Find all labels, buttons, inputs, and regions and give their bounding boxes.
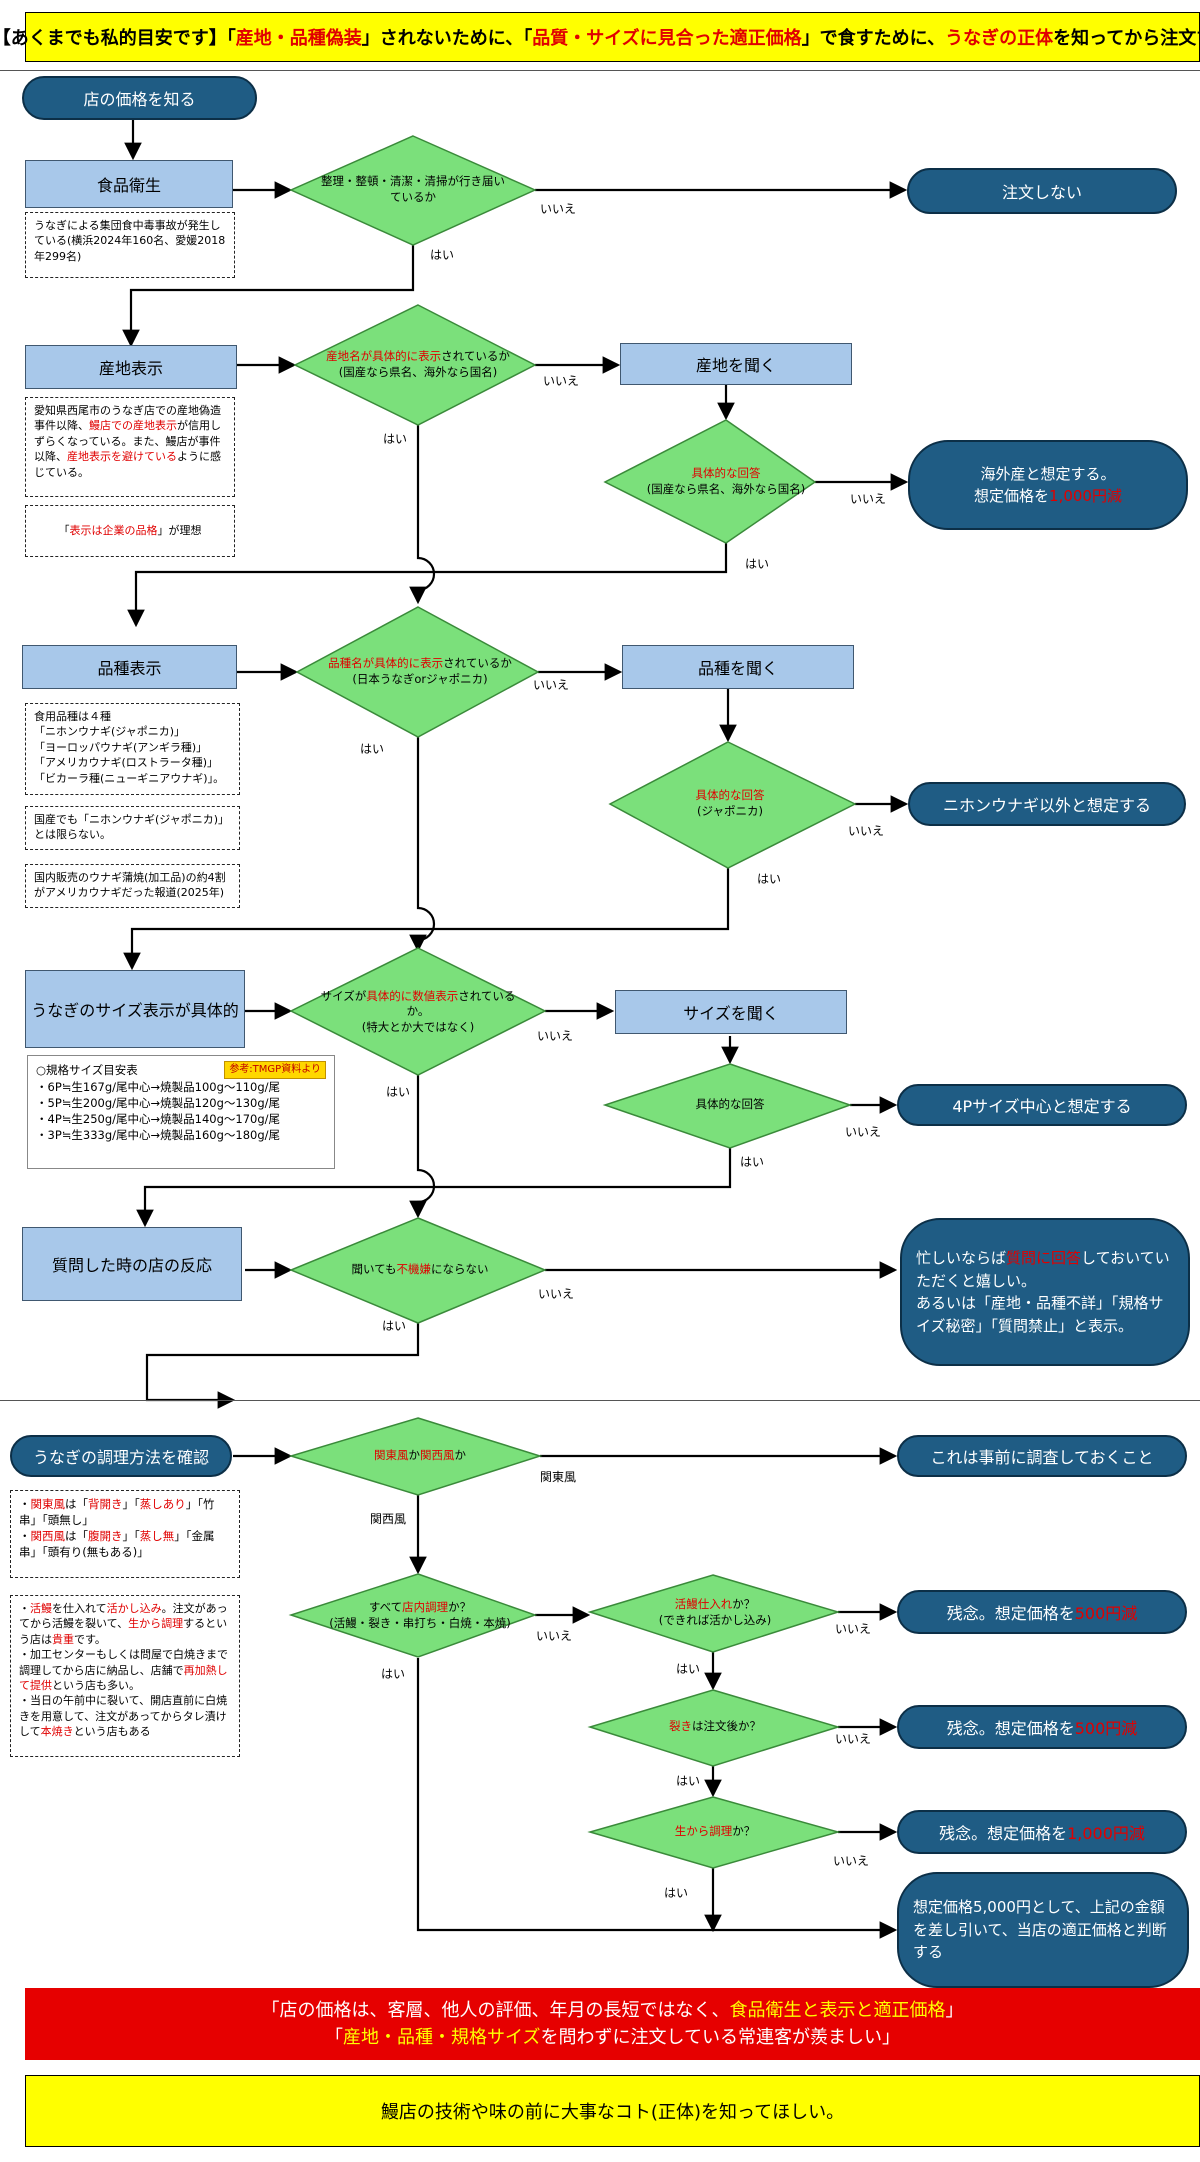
origin-box: 産地表示 [25,345,237,389]
label-yes: はい [430,248,455,262]
edge-hygiene-yes [122,245,415,348]
conclusion-banner: 「店の価格は、客層、他人の評価、年月の長短ではなく、食品衛生と表示と適正価格」 … [25,1988,1200,2060]
size-table-source: 参考:TMGP資料より [224,1061,326,1079]
size-row: ・6P≒生167g/尾中心→焼製品100g～110g/尾 [36,1080,281,1094]
diamond-species [295,606,540,738]
edge-origin-yes [409,425,436,605]
edge-origin-answer-yes [127,530,728,628]
label-no: いいえ [833,1854,870,1868]
diamond-origin-answer [603,419,817,544]
label-no: いいえ [845,1125,882,1139]
label-yes: はい [383,432,408,446]
diamond-hygiene [289,135,537,246]
label-yes: はい [360,742,385,756]
label-yes: はい [382,1319,407,1333]
label-yes: はい [664,1886,689,1900]
cooking-node: うなぎの調理方法を確認 [10,1435,232,1477]
divider [0,1400,1200,1401]
species-result: ニホンウナギ以外と想定する [908,782,1186,826]
size-row: ・3P≒生333g/尾中心→焼製品160g～180g/尾 [36,1128,281,1143]
diamond-size-answer [602,1063,853,1149]
diamond-live [587,1574,841,1653]
label-yes: はい [757,872,782,886]
cooking-note: ・関東風は「背開き」「蒸しあり」「竹串」「頭無し」 ・関西風は「腹開き」「蒸し無… [10,1490,240,1578]
diamond-species-answer [608,741,857,869]
origin-note-ideal: 「表示は企業の品格」が理想 [25,505,235,557]
diamond-size [289,947,547,1076]
label-yes: はい [676,1774,701,1788]
species-note: 食用品種は４種 「ニホンウナギ(ジャポニカ)」 「ヨーロッパウナギ(アンギラ種)… [25,703,240,795]
origin-note: 愛知県西尾市のうなぎ店での産地偽造事件以降、鰻店での産地表示が信用しずらくなって… [25,397,235,497]
hygiene-result: 注文しない [907,168,1177,214]
size-box: うなぎのサイズ表示が具体的 [25,970,245,1048]
diamond-reaction [289,1217,547,1324]
banner-text: 」されないために、「 [361,28,533,49]
label-yes: はい [381,1667,406,1681]
species-note-2: 国産でも「ニホンウナギ(ジャポニカ)」とは限らない。 [25,806,240,850]
label-yes: はい [745,557,770,571]
edge-size-answer-yes [136,1148,732,1228]
cooking-result: これは事前に調査しておくこと [897,1435,1187,1477]
cooking-note-2: ・活鰻を仕入れて活かし込み。注文があってから活鰻を裂いて、生から調理するという店… [10,1595,240,1757]
label-no: いいえ [538,1287,575,1301]
banner-highlight: 品質・サイズに見合った適正価格 [532,28,802,49]
edge-reaction-yes [145,1323,420,1409]
banner-text: 」で食すために、 [801,28,946,49]
label-no: いいえ [536,1629,573,1643]
banner-text: を知ってから注文する [1053,28,1200,49]
label-no: いいえ [533,678,570,692]
label-no: いいえ [537,1029,574,1043]
hygiene-note: うなぎによる集団食中毒事故が発生している(横浜2024年160名、愛媛2018年… [25,212,235,278]
size-table: ○規格サイズ目安表 参考:TMGP資料より ・6P≒生167g/尾中心→焼製品10… [27,1055,335,1169]
banner-text: 【あくまでも私的目安です】「 [0,28,236,49]
diamond-origin [293,304,537,426]
divider [0,70,1200,71]
label-kansai: 関西風 [370,1512,407,1526]
size-result: 4Pサイズ中心と想定する [897,1084,1187,1126]
label-no: いいえ [848,824,885,838]
reaction-box: 質問した時の店の反応 [22,1227,242,1301]
edge-species-answer-yes [123,868,730,971]
species-box: 品種表示 [22,645,237,689]
edge-allinhouse-yes [416,1658,898,1939]
label-yes: はい [676,1662,701,1676]
bottom-banner: 鰻店の技術や味の前に大事なコト(正体)を知ってほしい。 [25,2075,1200,2147]
final-result: 想定価格5,000円として、上記の金額を差し引いて、当店の適正価格と判断する [897,1872,1189,1988]
top-banner: 【あくまでも私的目安です】「産地・品種偽装」されないために、「品質・サイズに見合… [0,12,1200,62]
start-node: 店の価格を知る [22,76,257,120]
size-ask-box: サイズを聞く [615,990,847,1034]
banner-highlight: 産地・品種偽装 [235,28,362,49]
species-note-3: 国内販売のウナギ蒲焼(加工品)の約4割がアメリカウナギだった報道(2025年) [25,864,240,908]
diamond-raw [587,1796,841,1869]
reaction-result: 忙しいならば質問に回答しておいていただくと嬉しい。あるいは「産地・品種不詳」「規… [900,1218,1190,1366]
label-yes: はい [740,1155,765,1169]
edge-size-yes [409,1075,436,1219]
origin-ask-box: 産地を聞く [620,343,852,385]
species-ask-box: 品種を聞く [622,645,854,689]
origin-result: 海外産と想定する。 想定価格を1,000円減 [908,440,1188,530]
label-no: いいえ [850,492,887,506]
diamond-cooking [288,1417,543,1496]
label-yes: はい [386,1085,411,1099]
size-row: ・5P≒生200g/尾中心→焼製品120g～130g/尾 [36,1096,281,1111]
banner-highlight: うなぎの正体 [945,28,1054,49]
label-no: いいえ [543,374,580,388]
label-no: いいえ [540,202,577,216]
size-table-title: ○規格サイズ目安表 [36,1062,138,1077]
diamond-cut [587,1689,841,1767]
diamond-allinhouse [288,1573,538,1658]
hygiene-box: 食品衛生 [25,160,233,208]
size-row: ・4P≒生250g/尾中心→焼製品140g～170g/尾 [36,1112,281,1127]
label-kanto: 関東風 [540,1470,577,1484]
label-no: いいえ [835,1732,872,1746]
label-no: いいえ [835,1622,872,1636]
edge-species-yes [409,737,436,953]
